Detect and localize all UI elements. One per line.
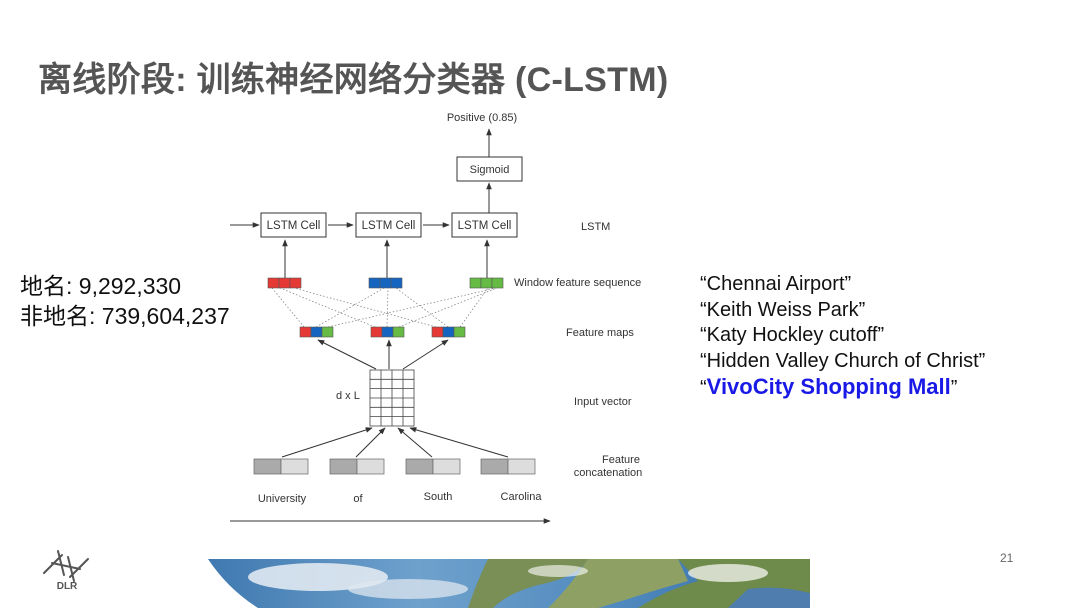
lstm-cell-1-label: LSTM Cell xyxy=(267,220,321,232)
output-label: Positive (0.85) xyxy=(447,112,517,124)
layer-label-input-vector: Input vector xyxy=(574,396,632,408)
layer-label-feature-concat-1: Feature xyxy=(602,454,640,466)
word-1: University xyxy=(258,493,307,505)
arrow-concat2-to-matrix xyxy=(355,427,386,458)
layer-label-lstm: LSTM xyxy=(581,221,610,233)
matrix-dim-label: d x L xyxy=(336,390,360,402)
arrow-concat3-to-matrix xyxy=(397,427,433,458)
window-feature-2 xyxy=(368,277,403,289)
concat-box-4 xyxy=(480,458,536,475)
slide-title: 离线阶段: 训练神经网络分类器 (C-LSTM) xyxy=(38,61,669,99)
window-feature-1 xyxy=(267,277,302,289)
arrow-concat1-to-matrix xyxy=(281,427,373,458)
concat-box-1 xyxy=(253,458,309,475)
word-3: South xyxy=(424,491,453,503)
example-item-1: “Chennai Airport” xyxy=(700,273,852,295)
input-matrix xyxy=(369,369,415,427)
toponym-count: 地名: 9,292,330 xyxy=(20,273,182,299)
example-item-2: “Keith Weiss Park” xyxy=(700,298,866,321)
earth-banner-image xyxy=(208,559,810,608)
sigmoid-box xyxy=(456,156,523,182)
sigmoid-label: Sigmoid xyxy=(470,164,510,176)
dotted-connections xyxy=(271,287,498,328)
lstm-cell-2-label: LSTM Cell xyxy=(362,220,416,232)
feature-map-1 xyxy=(299,326,334,338)
layer-label-feature-maps: Feature maps xyxy=(566,327,634,339)
feature-map-2 xyxy=(370,326,405,338)
concat-box-2 xyxy=(329,458,385,475)
lstm-cell-3 xyxy=(451,212,518,238)
arrow-matrix-to-fm1 xyxy=(317,339,377,370)
layer-label-feature-concat-2: concatenation xyxy=(574,467,643,479)
lstm-cell-3-label: LSTM Cell xyxy=(458,220,512,232)
example-item-3: “Katy Hockley cutoff” xyxy=(700,324,885,346)
lstm-cell-2 xyxy=(355,212,422,238)
example-list: “Chennai Airport” “Keith Weiss Park” “Ka… xyxy=(700,272,985,402)
example-item-4: “Hidden Valley Church of Christ” xyxy=(700,349,986,372)
feature-map-3 xyxy=(431,326,466,338)
layer-label-window-feature-sequence: Window feature sequence xyxy=(514,277,641,289)
window-feature-3 xyxy=(469,277,504,289)
logo-text: DLR xyxy=(57,581,78,591)
page-number: 21 xyxy=(1000,551,1014,565)
non-toponym-count: 非地名: 739,604,237 xyxy=(20,303,230,329)
highlight-close-quote: ” xyxy=(950,377,958,399)
lstm-cell-1 xyxy=(260,212,327,238)
highlight-open-quote: “ xyxy=(700,377,707,399)
word-4: Carolina xyxy=(501,491,543,503)
example-item-highlight: “VivoCity Shopping Mall” xyxy=(700,374,985,402)
word-2: of xyxy=(353,493,363,505)
earth-banner-graphic xyxy=(208,559,810,608)
arrow-matrix-to-fm3 xyxy=(402,339,449,370)
highlight-text: VivoCity Shopping Mall xyxy=(706,374,951,399)
toponym-stats: 地名: 9,292,330 非地名: 739,604,237 xyxy=(20,271,230,331)
dlr-logo: DLR xyxy=(43,550,89,591)
arrow-concat4-to-matrix xyxy=(409,427,509,458)
concat-box-3 xyxy=(405,458,461,475)
